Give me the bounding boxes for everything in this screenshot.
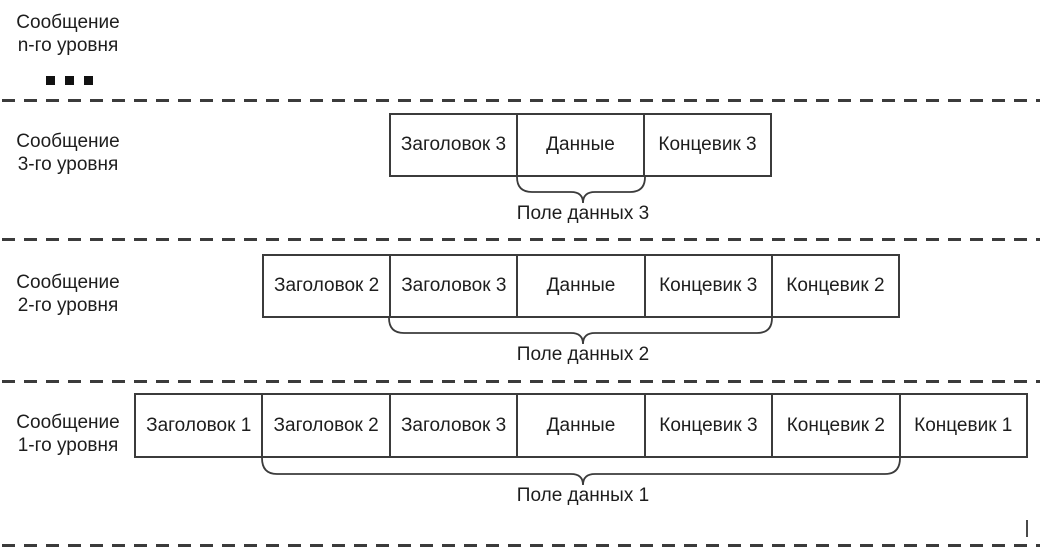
message-label-level-3: Сообщение 3-го уровня bbox=[16, 131, 120, 175]
level-separator-line-top bbox=[2, 99, 1040, 102]
message-box: Заголовок 3 bbox=[388, 393, 519, 458]
message-label-level-n: Сообщение n-го уровня bbox=[16, 12, 120, 56]
data-field-label-level-2: Поле данных 2 bbox=[516, 344, 650, 365]
message-box: Заголовок 3 bbox=[389, 254, 519, 318]
data-field-brace-level-1 bbox=[261, 457, 901, 486]
message-box: Данные bbox=[516, 393, 646, 458]
dot-square bbox=[65, 76, 74, 85]
message-box: Заголовок 1 bbox=[134, 393, 264, 458]
message-box: Заголовок 2 bbox=[261, 393, 391, 458]
dot-square bbox=[46, 76, 55, 85]
dot-square bbox=[84, 76, 93, 85]
level-separator-line-3-2 bbox=[2, 238, 1040, 241]
data-field-label-level-3: Поле данных 3 bbox=[516, 203, 650, 224]
data-field-brace-level-3 bbox=[516, 176, 646, 204]
message-label-level-2: Сообщение 2-го уровня bbox=[16, 272, 120, 316]
message-box: Заголовок 2 bbox=[262, 254, 392, 318]
message-box: Концевик 3 bbox=[643, 393, 774, 458]
message-label-level-1: Сообщение 1-го уровня bbox=[16, 412, 120, 456]
data-field-brace-level-2 bbox=[388, 317, 773, 345]
message-box: Данные bbox=[516, 254, 646, 318]
message-box: Концевик 1 bbox=[898, 393, 1028, 458]
message-box: Концевик 2 bbox=[771, 393, 901, 458]
message-box: Данные bbox=[516, 113, 645, 177]
message-box: Концевик 3 bbox=[643, 254, 773, 318]
message-box: Заголовок 3 bbox=[389, 113, 518, 177]
level-separator-line-2-1 bbox=[2, 380, 1040, 383]
message-box: Концевик 3 bbox=[643, 113, 772, 177]
data-field-label-level-1: Поле данных 1 bbox=[516, 485, 650, 506]
level-separator-line-bottom bbox=[2, 544, 1040, 547]
ellipsis-dots-icon bbox=[46, 76, 93, 85]
cursor-tick-mark bbox=[1026, 520, 1028, 537]
message-box: Концевик 2 bbox=[770, 254, 901, 318]
